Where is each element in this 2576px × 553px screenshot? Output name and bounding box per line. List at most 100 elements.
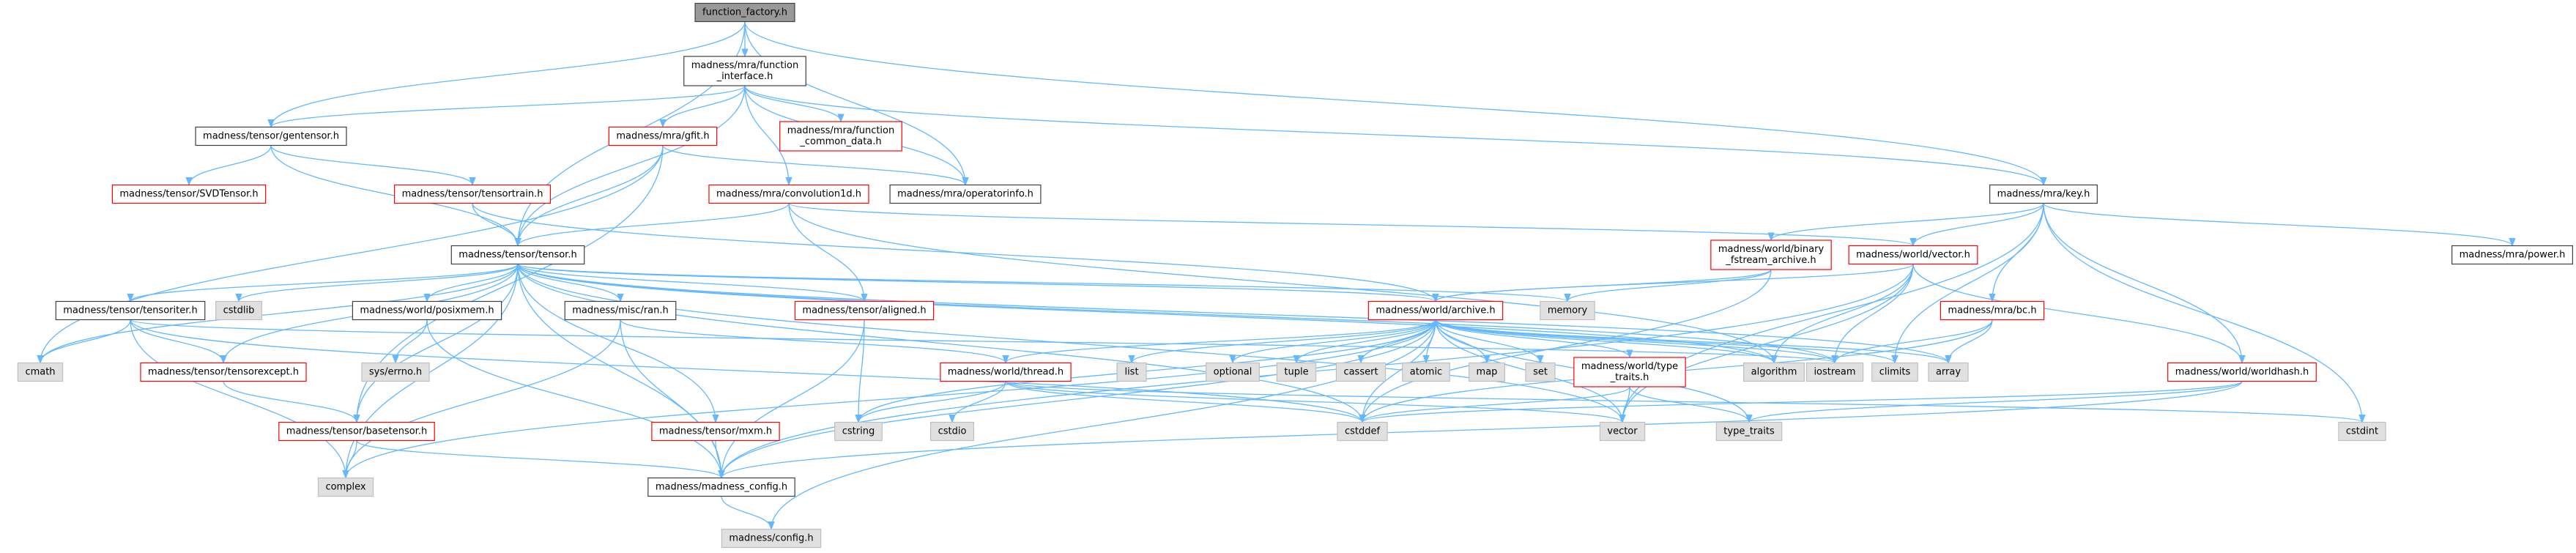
edge-tensor-to-archive bbox=[517, 263, 1439, 303]
edge-function-factory-to-operatorinfo bbox=[744, 21, 969, 186]
node-box bbox=[2451, 245, 2573, 265]
node-key[interactable]: madness/mra/key.h bbox=[1989, 184, 2098, 204]
node-gfit[interactable]: madness/mra/gfit.h bbox=[608, 126, 718, 146]
edge-gfit-to-operatorinfo bbox=[662, 145, 969, 186]
node-cstdio[interactable]: cstdio bbox=[929, 421, 975, 442]
node-atomic[interactable]: atomic bbox=[1402, 362, 1450, 382]
node-function-common-data[interactable]: madness/mra/function_common_data.h bbox=[779, 121, 902, 152]
node-archive[interactable]: madness/world/archive.h bbox=[1367, 300, 1504, 321]
node-bc[interactable]: madness/mra/bc.h bbox=[1940, 300, 2045, 321]
node-cstdlib[interactable]: cstdlib bbox=[215, 300, 262, 321]
node-tensoriter[interactable]: madness/tensor/tensoriter.h bbox=[55, 300, 206, 321]
node-ran[interactable]: madness/misc/ran.h bbox=[564, 300, 677, 321]
node-vector[interactable]: vector bbox=[1599, 421, 1646, 442]
node-map[interactable]: map bbox=[1468, 362, 1506, 382]
node-posixmem[interactable]: madness/world/posixmem.h bbox=[352, 300, 502, 321]
edge bbox=[517, 264, 1952, 364]
node-set[interactable]: set bbox=[1525, 362, 1556, 382]
node-cassert[interactable]: cassert bbox=[1335, 362, 1387, 382]
node-algorithm[interactable]: algorithm bbox=[1743, 362, 1805, 382]
node-tensor[interactable]: madness/tensor/tensor.h bbox=[450, 245, 585, 265]
edge-world-vector-to-worldhash bbox=[1912, 264, 2246, 364]
edge bbox=[718, 264, 1914, 479]
node-sys-errno[interactable]: sys/errno.h bbox=[361, 362, 430, 382]
node-madness-config[interactable]: madness/madness_config.h bbox=[647, 477, 795, 497]
edge bbox=[620, 319, 725, 479]
node-binary-fstream[interactable]: madness/world/binary_fstream_archive.h bbox=[1710, 240, 1832, 270]
node-type-traits[interactable]: type_traits bbox=[1715, 421, 1783, 442]
node-optional[interactable]: optional bbox=[1206, 362, 1260, 382]
node-label: set bbox=[1533, 367, 1548, 378]
node-tensortrain[interactable]: madness/tensor/tensortrain.h bbox=[393, 184, 552, 204]
edge-type-traits-h-to-type-traits bbox=[1629, 386, 1753, 423]
node-svdtensor[interactable]: madness/tensor/SVDTensor.h bbox=[111, 184, 267, 204]
node-mra-power[interactable]: madness/mra/power.h bbox=[2451, 245, 2573, 265]
node-type-traits-h[interactable]: madness/world/type_traits.h bbox=[1573, 357, 1686, 387]
node-label: madness/mra/bc.h bbox=[1948, 305, 2036, 316]
node-gentensor[interactable]: madness/tensor/gentensor.h bbox=[195, 126, 347, 146]
node-label: madness/mra/function bbox=[691, 60, 799, 71]
node-aligned[interactable]: madness/tensor/aligned.h bbox=[794, 300, 935, 321]
edge-function-interface-to-tensor bbox=[514, 85, 746, 247]
node-tensorexcept[interactable]: madness/tensor/tensorexcept.h bbox=[140, 362, 307, 382]
node-thread[interactable]: madness/world/thread.h bbox=[940, 362, 1072, 382]
edge bbox=[267, 85, 746, 128]
node-mxm[interactable]: madness/tensor/mxm.h bbox=[651, 421, 780, 442]
edge bbox=[718, 381, 2243, 479]
node-function-factory[interactable]: function_factory.h bbox=[694, 2, 795, 23]
node-cstdint[interactable]: cstdint bbox=[2338, 421, 2386, 442]
edge bbox=[514, 145, 664, 247]
node-box bbox=[779, 121, 902, 152]
node-world-vector[interactable]: madness/world/vector.h bbox=[1848, 245, 1978, 265]
edge bbox=[1909, 203, 2044, 247]
edge-posixmem-to-madness-config bbox=[426, 319, 725, 479]
edge-gfit-to-tensor bbox=[514, 145, 664, 247]
node-cstring[interactable]: cstring bbox=[834, 421, 883, 442]
edge-archive-to-set bbox=[1435, 319, 1544, 364]
edge-world-vector-to-madness-config bbox=[718, 264, 1914, 479]
edge-tensor-to-cstddef bbox=[517, 264, 1366, 423]
edge-archive-to-config bbox=[768, 319, 1436, 530]
edge-convolution1d-to-algorithm bbox=[788, 203, 1778, 364]
node-iostream[interactable]: iostream bbox=[1805, 362, 1864, 382]
node-box bbox=[708, 184, 869, 204]
node-function-interface[interactable]: madness/mra/function_interface.h bbox=[683, 56, 806, 86]
edge-archive-to-optional bbox=[1229, 319, 1436, 364]
node-array[interactable]: array bbox=[1928, 362, 1969, 382]
node-list[interactable]: list bbox=[1116, 362, 1147, 382]
node-cstddef[interactable]: cstddef bbox=[1337, 421, 1388, 442]
node-box bbox=[1928, 362, 1969, 382]
node-complex[interactable]: complex bbox=[317, 477, 374, 497]
edge bbox=[718, 319, 865, 479]
edge-tensor-to-tensoriter bbox=[127, 263, 519, 303]
node-label: cmath bbox=[25, 367, 55, 378]
edge bbox=[744, 21, 2047, 186]
edge bbox=[517, 263, 1439, 303]
edge bbox=[130, 319, 1366, 423]
node-basetensor[interactable]: madness/tensor/basetensor.h bbox=[278, 421, 435, 442]
edge-tensor-to-array bbox=[517, 264, 1952, 364]
node-memory[interactable]: memory bbox=[1540, 300, 1595, 321]
edge bbox=[1745, 380, 2243, 423]
node-worldhash[interactable]: madness/world/worldhash.h bbox=[2167, 362, 2317, 382]
edge bbox=[1432, 263, 1914, 303]
edge bbox=[356, 439, 725, 479]
node-climits[interactable]: climits bbox=[1871, 362, 1918, 382]
edge-world-vector-to-archive bbox=[1432, 263, 1914, 303]
edge-function-factory-to-key bbox=[744, 21, 2047, 186]
node-config[interactable]: madness/config.h bbox=[721, 528, 822, 549]
edge-key-to-mra-power bbox=[2043, 202, 2516, 247]
node-cmath[interactable]: cmath bbox=[17, 362, 64, 382]
node-convolution1d[interactable]: madness/mra/convolution1d.h bbox=[708, 184, 869, 204]
node-box bbox=[1206, 362, 1260, 382]
edge bbox=[744, 85, 793, 186]
node-tuple[interactable]: tuple bbox=[1276, 362, 1317, 382]
edge-tensoriter-to-cmath bbox=[37, 319, 131, 364]
node-box bbox=[1540, 300, 1595, 321]
node-operatorinfo[interactable]: madness/mra/operatorinfo.h bbox=[889, 184, 1042, 204]
edge bbox=[235, 264, 519, 303]
edge-basetensor-to-madness-config bbox=[356, 439, 725, 479]
edge bbox=[768, 319, 1436, 530]
edge bbox=[1770, 264, 1914, 364]
